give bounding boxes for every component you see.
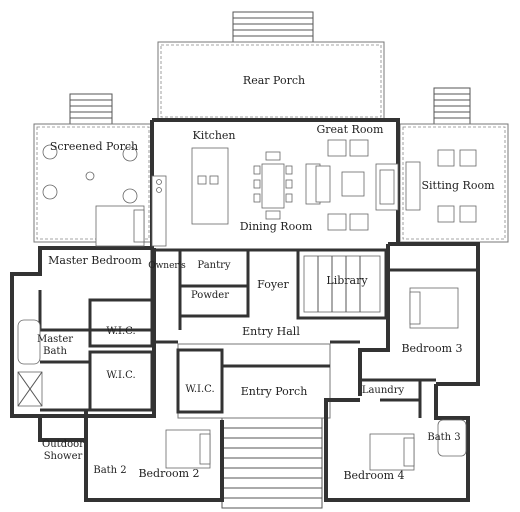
entry-steps xyxy=(221,417,323,509)
entry-porch-railing xyxy=(177,343,331,419)
label-screened-porch: Screened Porch xyxy=(50,140,138,153)
master-bed xyxy=(95,205,145,247)
kitchen-island xyxy=(191,147,229,225)
sitting-room-steps xyxy=(433,87,471,125)
label-pantry: Pantry xyxy=(197,260,230,271)
label-powder: Powder xyxy=(191,290,229,301)
label-owners: Owner's xyxy=(148,261,186,271)
interior-walls xyxy=(38,248,478,418)
screened-porch-furniture xyxy=(42,144,138,204)
great-room-furniture xyxy=(305,139,399,231)
label-kitchen: Kitchen xyxy=(193,129,236,142)
library-shelves xyxy=(303,255,381,313)
bedroom-4-bed xyxy=(369,433,415,471)
label-bedroom-4: Bedroom 4 xyxy=(343,469,404,482)
label-wic-3: W.I.C. xyxy=(185,384,214,395)
screened-porch-steps xyxy=(69,93,113,125)
label-bedroom-3: Bedroom 3 xyxy=(401,342,462,355)
label-library: Library xyxy=(326,274,368,287)
label-bath-2: Bath 2 xyxy=(93,465,126,476)
label-bedroom-2: Bedroom 2 xyxy=(138,467,199,480)
label-entry-porch: Entry Porch xyxy=(241,385,308,398)
bedroom-2-bed xyxy=(165,429,211,469)
label-dining-room: Dining Room xyxy=(240,220,313,233)
label-great-room: Great Room xyxy=(317,123,385,136)
label-rear-porch: Rear Porch xyxy=(243,74,305,87)
label-foyer: Foyer xyxy=(257,278,289,291)
bath-3-tub xyxy=(437,419,467,457)
label-wic-1: W.I.C. xyxy=(106,326,135,337)
bedroom-3-bed xyxy=(409,287,459,329)
label-outdoor-shower-line-1: Outdoor xyxy=(42,439,84,450)
label-wic-2: W.I.C. xyxy=(106,370,135,381)
label-laundry: Laundry xyxy=(362,385,405,396)
label-master-bedroom: Master Bedroom xyxy=(48,254,142,267)
label-master-bath-line-1: Master xyxy=(37,334,73,345)
master-tub xyxy=(17,319,43,407)
sitting-room-furniture xyxy=(405,149,477,223)
kitchen-counter xyxy=(151,175,167,247)
label-bath-3: Bath 3 xyxy=(427,432,460,443)
label-master-bath-line-2: Bath xyxy=(43,346,67,357)
label-sitting-room: Sitting Room xyxy=(422,179,496,192)
dining-table xyxy=(253,151,293,220)
label-entry-hall: Entry Hall xyxy=(242,325,300,338)
label-outdoor-shower-line-2: Shower xyxy=(44,451,83,462)
rear-steps xyxy=(232,11,314,43)
